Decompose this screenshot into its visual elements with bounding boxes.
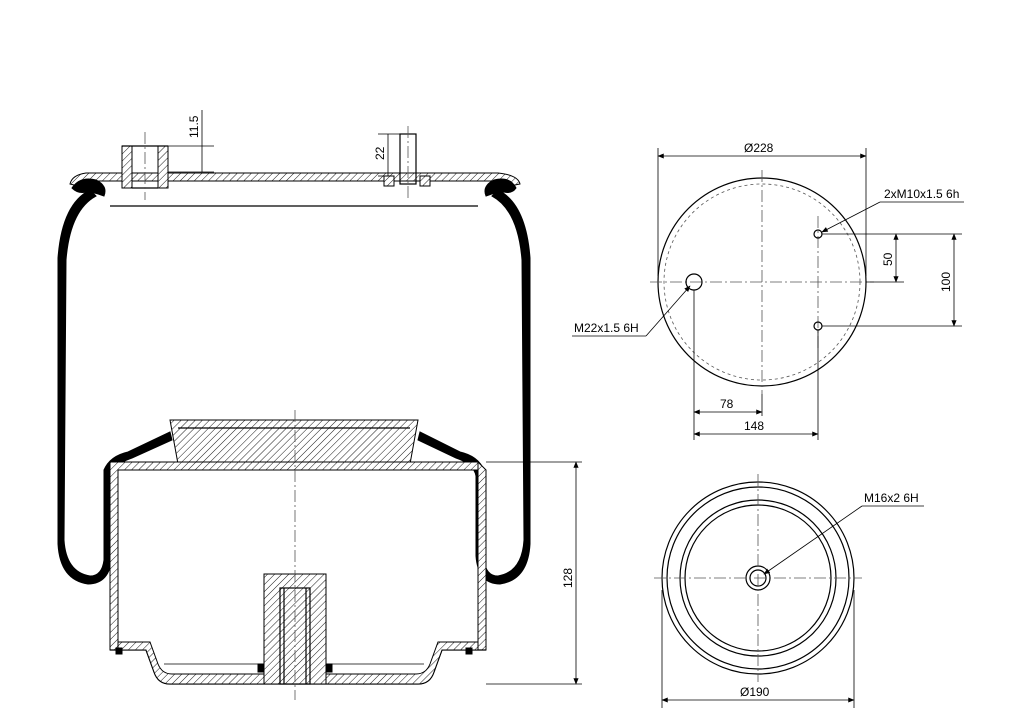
dimension-22: 22 [373, 133, 400, 177]
dimension-label-128: 128 [561, 568, 575, 588]
rubber-bellows [57, 189, 531, 585]
top-air-inlet-boss [121, 132, 169, 200]
piston-bolt-boss [257, 573, 333, 685]
dimension-dia-190: Ø190 [661, 590, 855, 708]
dimension-100: 100 [822, 233, 962, 327]
label-m16-thread: M16x2 6H [864, 491, 919, 505]
dimension-label-22: 22 [373, 146, 387, 160]
side-section-view: 11.5 22 128 [57, 110, 582, 700]
dimension-dia-228: Ø228 [657, 141, 867, 276]
leader-m22: M22x1.5 6H [572, 285, 691, 337]
dimension-11-5: 11.5 [168, 110, 214, 173]
label-2xm10-thread: 2xM10x1.5 6h [884, 187, 959, 201]
top-bead-plate [69, 172, 521, 207]
top-mounting-stud [383, 126, 431, 200]
dimension-148: 148 [693, 330, 819, 440]
top-plan-view: Ø228 2xM10x1.5 6h 50 100 M22x1.5 6H [572, 141, 964, 440]
dimension-50: 50 [822, 233, 904, 283]
dimension-label-148: 148 [744, 419, 764, 433]
dimension-label-78: 78 [720, 397, 734, 411]
leader-2xm10: 2xM10x1.5 6h [821, 187, 964, 233]
dimension-label-100: 100 [939, 272, 953, 292]
label-m22-thread: M22x1.5 6H [574, 321, 639, 335]
dimension-label-11-5: 11.5 [187, 115, 201, 138]
bottom-plan-view: M16x2 6H Ø190 [654, 474, 924, 708]
leader-m16: M16x2 6H [763, 491, 924, 575]
dimension-label-50: 50 [881, 252, 895, 266]
dimension-label-dia-228: Ø228 [744, 141, 774, 155]
dimension-label-dia-190: Ø190 [740, 685, 770, 699]
dimension-78: 78 [693, 290, 763, 440]
dimension-128: 128 [486, 461, 582, 685]
